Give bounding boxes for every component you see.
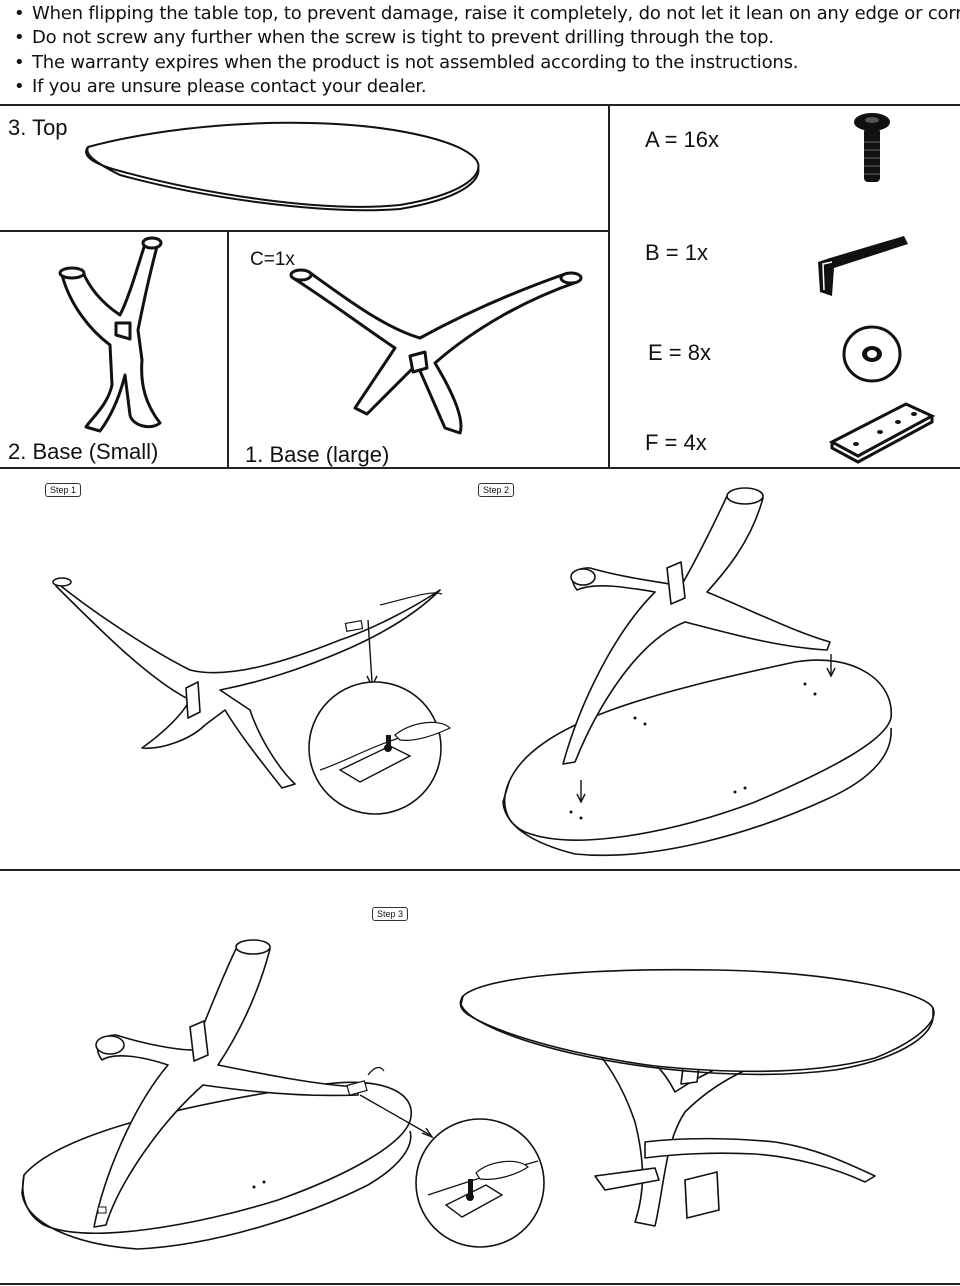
- washer-icon: [840, 322, 904, 384]
- divider: [0, 1283, 960, 1285]
- note-item: •If you are unsure please contact your d…: [14, 76, 427, 97]
- divider: [608, 104, 610, 468]
- note-item: •The warranty expires when the product i…: [14, 52, 799, 73]
- part-qty-base-large: C=1x: [250, 249, 295, 270]
- step-2-illustration: [495, 482, 905, 867]
- hardware-label-e: E = 8x: [648, 340, 711, 365]
- divider: [0, 869, 960, 871]
- note-text: If you are unsure please contact your de…: [32, 76, 427, 97]
- part-label-top: 3. Top: [8, 115, 68, 140]
- allen-key-icon: [818, 236, 908, 296]
- step-3-label: Step 3: [372, 907, 409, 921]
- bolt-icon: [854, 113, 890, 182]
- mounting-plate-icon: [826, 398, 938, 462]
- step-2-label: Step 2: [478, 483, 515, 497]
- base-large-illustration: [285, 268, 585, 438]
- note-text: Do not screw any further when the screw …: [32, 27, 774, 48]
- assembled-table-illustration: [455, 962, 940, 1247]
- divider: [0, 467, 960, 469]
- hardware-label-a: A = 16x: [645, 127, 720, 152]
- step-3-assembly-illustration: [18, 935, 558, 1265]
- note-item: •Do not screw any further when the screw…: [14, 27, 774, 48]
- divider: [0, 104, 960, 106]
- note-text: The warranty expires when the product is…: [32, 52, 799, 73]
- hardware-label-b: B = 1x: [645, 240, 708, 265]
- part-label-base-large: 1. Base (large): [245, 442, 390, 467]
- base-small-illustration: [50, 235, 180, 435]
- note-text: When flipping the table top, to prevent …: [32, 3, 960, 24]
- part-label-base-small: 2. Base (Small): [8, 439, 159, 464]
- step-1-label: Step 1: [45, 483, 82, 497]
- divider: [227, 231, 229, 468]
- hardware-label-f: F = 4x: [645, 430, 707, 455]
- step-1-illustration: [50, 570, 470, 830]
- safety-notes: •When flipping the table top, to prevent…: [0, 0, 960, 104]
- table-top-illustration: [80, 115, 490, 215]
- divider: [0, 230, 609, 232]
- note-item: •When flipping the table top, to prevent…: [14, 3, 960, 25]
